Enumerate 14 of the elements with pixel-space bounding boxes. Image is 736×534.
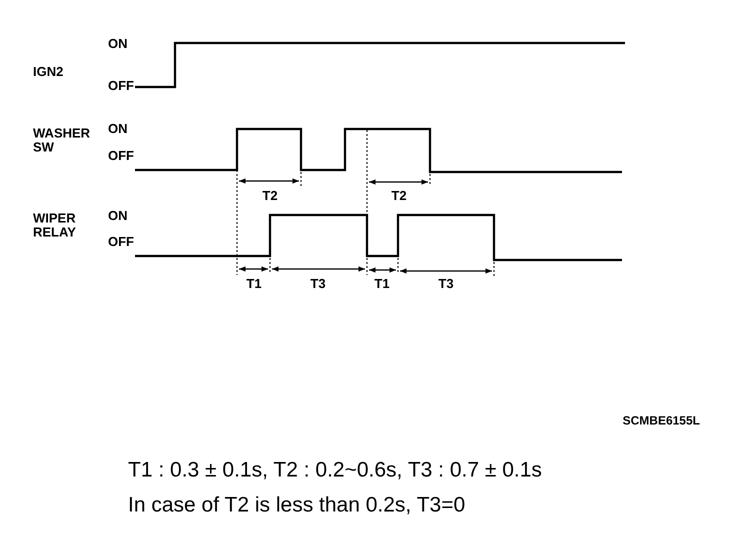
duration-label: T3	[310, 276, 326, 292]
state-label: ON	[108, 208, 128, 224]
state-label: ON	[108, 36, 128, 52]
signal-name: IGN2	[33, 64, 64, 80]
note-text: T1 : 0.3 ± 0.1s, T2 : 0.2~0.6s, T3 : 0.7 ± 0.1s	[128, 458, 542, 482]
note-text: In case of T2 is less than 0.2s, T3=0	[128, 493, 466, 517]
state-label: ON	[108, 122, 128, 136]
duration-label: T3	[438, 276, 454, 292]
figure-code: SCMBE6155L	[622, 414, 700, 428]
signal-name: WIPER RELAY	[33, 212, 77, 240]
state-label: OFF	[108, 234, 134, 250]
signal-name: WASHER SW	[33, 126, 92, 156]
state-label: OFF	[108, 148, 134, 164]
state-label: OFF	[108, 78, 134, 94]
